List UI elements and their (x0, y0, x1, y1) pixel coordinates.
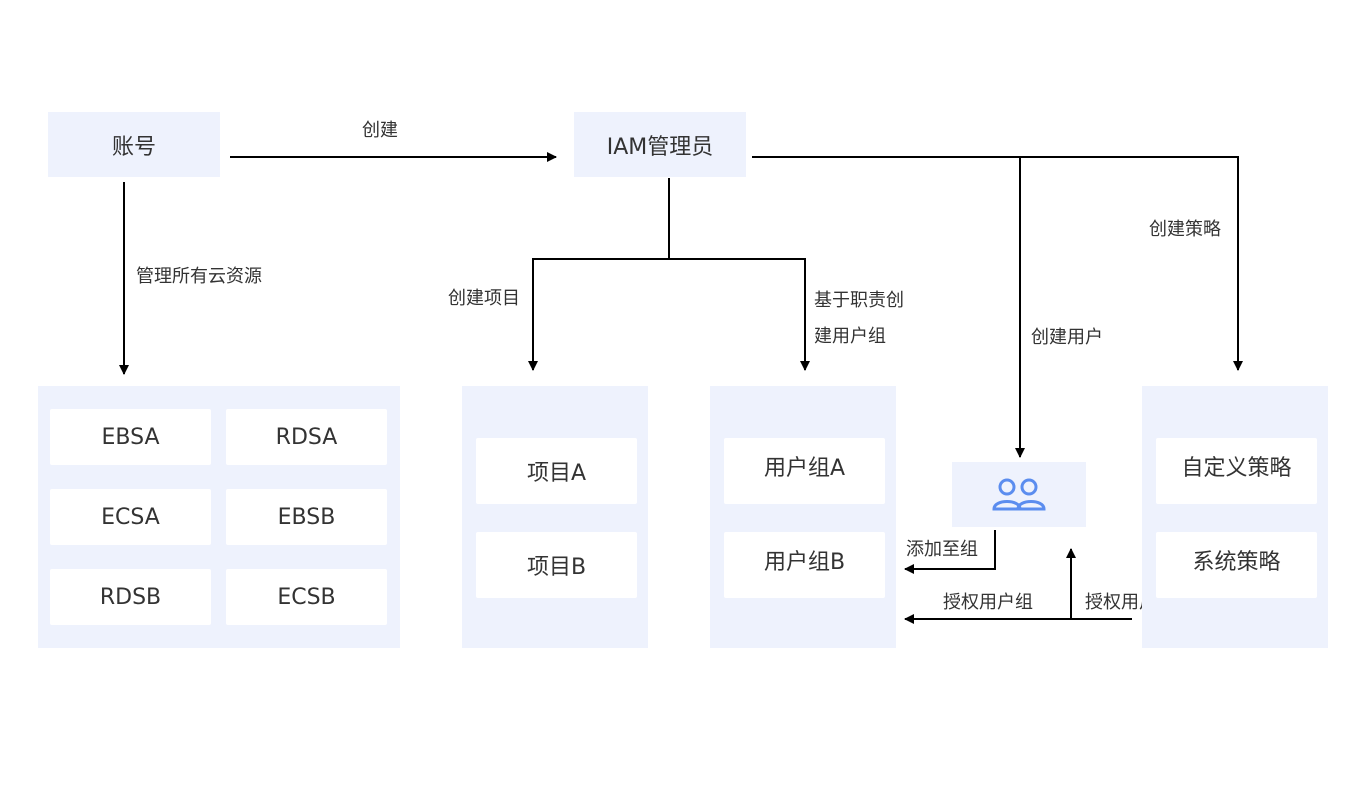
line-admin-down (528, 178, 670, 371)
resource-card: EBSB (226, 489, 387, 545)
project-card: 项目A (476, 438, 637, 504)
resource-card: RDSA (226, 409, 387, 465)
label-add-to-group: 添加至组 (906, 539, 978, 560)
users-icon (992, 478, 1046, 510)
label-create-group-1: 基于职责创 (814, 290, 904, 311)
label-create: 创建 (362, 120, 398, 141)
label-create-policy: 创建策略 (1149, 219, 1221, 240)
resource-card: ECSA (50, 489, 211, 545)
projects-panel (462, 386, 648, 648)
project-card: 项目B (476, 532, 637, 598)
resource-card: EBSA (50, 409, 211, 465)
user-groups-panel (710, 386, 896, 648)
resource-card: RDSB (50, 569, 211, 625)
policy-card: 系统策略 (1156, 532, 1317, 598)
label-create-project: 创建项目 (448, 288, 520, 309)
line-admin-right (752, 156, 1243, 371)
user-group-card: 用户组B (724, 532, 885, 598)
arrow-add-to-group (904, 530, 996, 574)
label-create-group-2: 建用户组 (814, 326, 886, 347)
label-authorize-group: 授权用户组 (943, 592, 1033, 613)
label-manage-all: 管理所有云资源 (136, 266, 262, 287)
policies-panel (1142, 386, 1328, 648)
policy-card: 自定义策略 (1156, 438, 1317, 504)
resource-card: ECSB (226, 569, 387, 625)
users-node (952, 462, 1086, 527)
label-create-user: 创建用户 (1031, 327, 1103, 348)
label-authorize-user: 授权用户 (1085, 592, 1157, 613)
line-admin-to-groups (669, 258, 810, 371)
account-node: 账号 (48, 112, 220, 177)
user-group-card: 用户组A (724, 438, 885, 504)
iam-admin-node: IAM管理员 (574, 112, 746, 177)
